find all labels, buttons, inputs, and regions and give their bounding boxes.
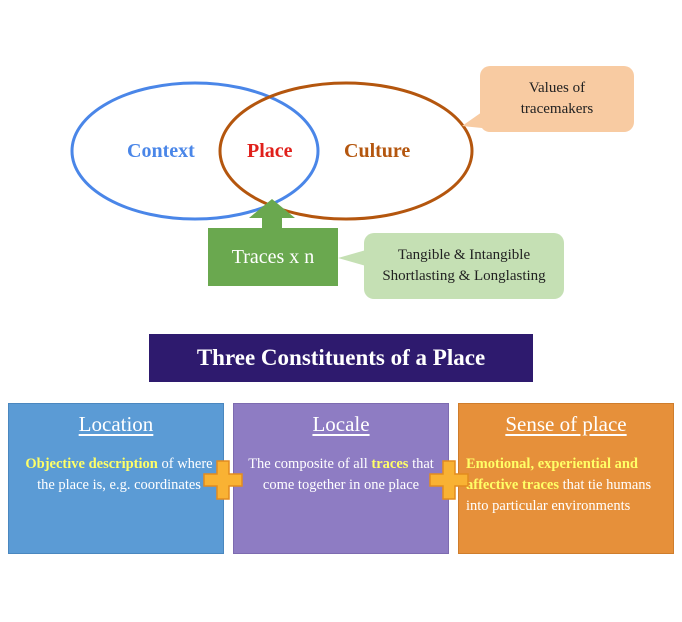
constituents-title-text: Three Constituents of a Place — [196, 345, 486, 370]
values-callout: Values of tracemakers — [480, 66, 634, 132]
plus-icon — [203, 460, 243, 500]
locale-highlight: traces — [371, 456, 409, 472]
context-ellipse — [70, 81, 320, 221]
tangible-callout: Tangible & Intangible Shortlasting & Lon… — [364, 233, 564, 299]
values-callout-line-1: Values of — [528, 80, 586, 96]
culture-ellipse — [218, 81, 474, 221]
sense-of-place-card-body: Emotional, experiential and affective tr… — [466, 454, 669, 517]
traces-box: Traces x n — [208, 228, 338, 286]
tangible-callout-line-1: Tangible & Intangible — [397, 247, 531, 263]
values-callout-line-2: tracemakers — [520, 101, 594, 117]
sense-of-place-card-title: Sense of place — [505, 412, 627, 436]
locale-card-body: The composite of all traces that come to… — [244, 454, 438, 496]
sense-of-place-card: Sense of place Emotional, experiential a… — [458, 403, 674, 554]
location-text: of where the place is, e.g. coordinates — [37, 456, 213, 493]
context-label: Context — [127, 140, 195, 162]
traces-arrow — [249, 199, 295, 230]
locale-text-after: that come together in one place — [262, 456, 434, 493]
traces-box-shape — [208, 228, 338, 286]
locale-card-title: Locale — [312, 412, 370, 436]
constituents-title: Three Constituents of a Place — [149, 334, 533, 382]
traces-label: Traces x n — [231, 245, 315, 268]
venn-diagram — [70, 81, 482, 286]
values-callout-tail — [462, 112, 482, 128]
sense-highlight: Emotional, experiential and affective tr… — [466, 456, 638, 493]
location-card: Location Objective description of where … — [8, 403, 224, 554]
sense-text: that tie humans into particular environm… — [466, 477, 652, 514]
locale-card: Locale The composite of all traces that … — [233, 403, 449, 554]
locale-text-before: The composite of all — [248, 456, 372, 472]
tangible-callout-line-2: Shortlasting & Longlasting — [382, 268, 546, 284]
location-highlight: Objective description — [25, 456, 158, 472]
plus-icon — [429, 460, 469, 500]
tangible-callout-tail — [338, 250, 366, 266]
place-label: Place — [247, 140, 293, 162]
location-card-body: Objective description of where the place… — [23, 454, 215, 496]
location-card-title: Location — [78, 412, 154, 436]
culture-label: Culture — [344, 140, 411, 162]
